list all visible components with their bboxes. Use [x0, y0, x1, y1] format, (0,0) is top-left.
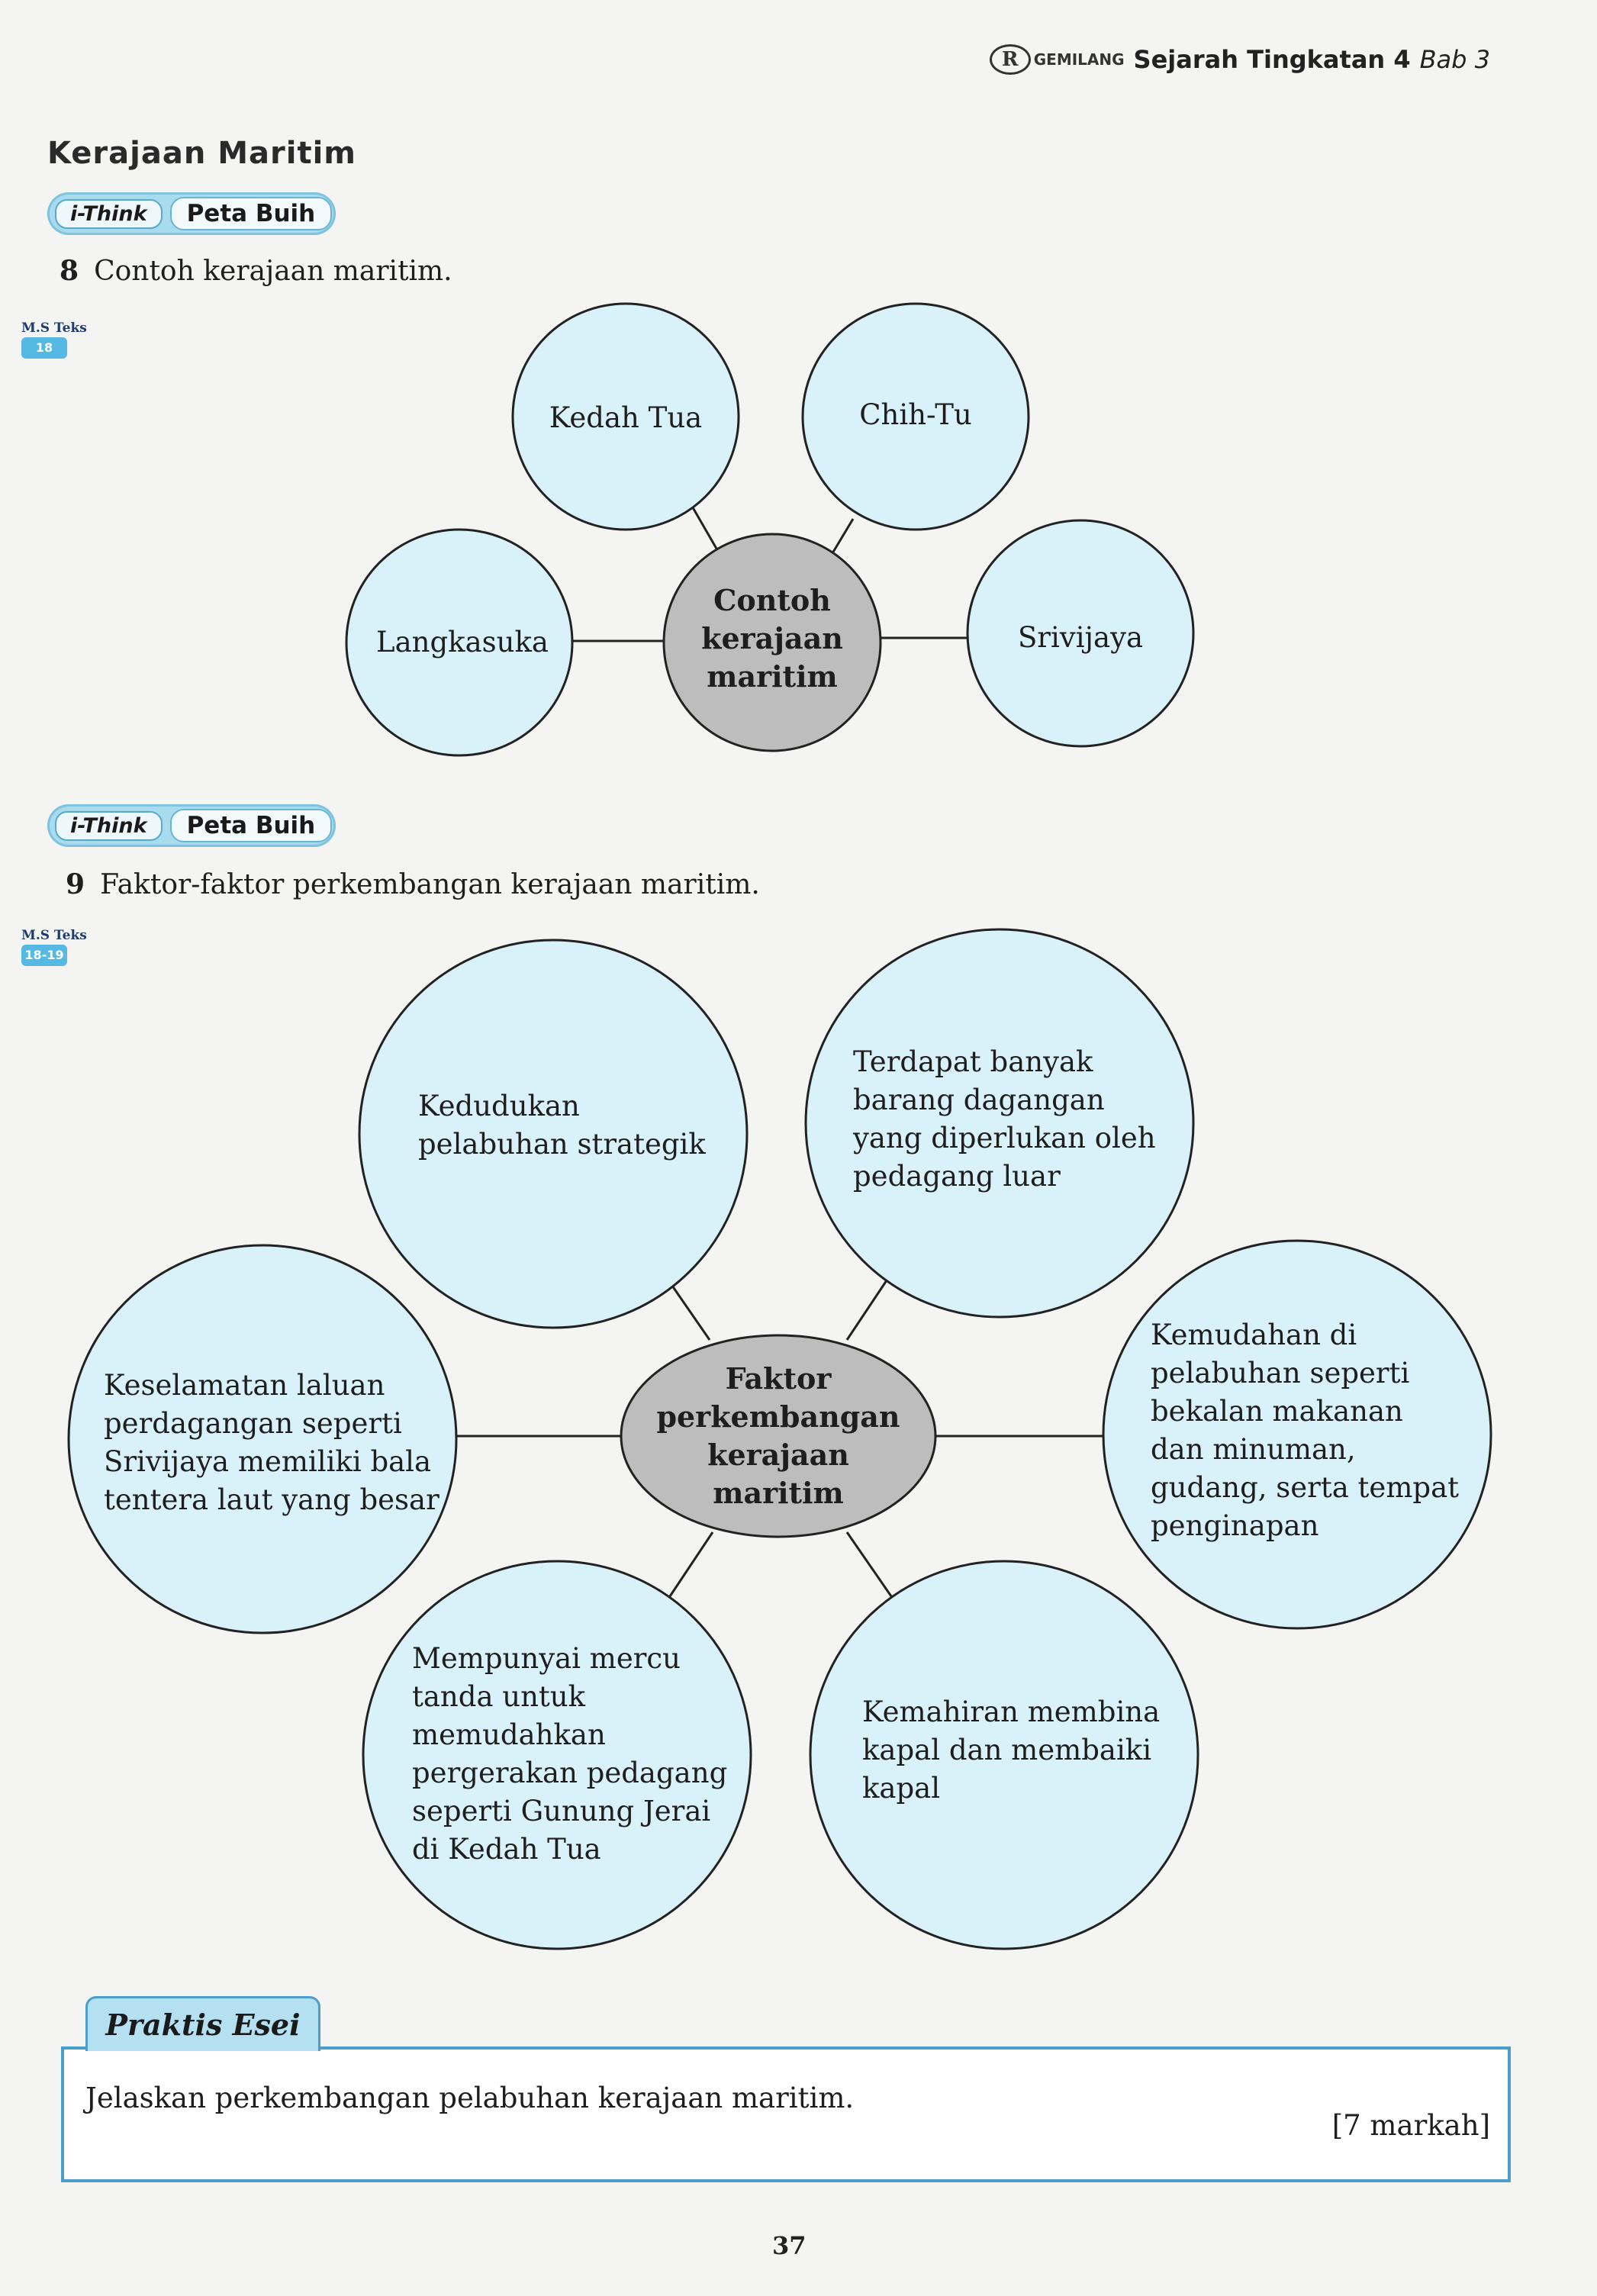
bubble-label: Kemudahan di [1151, 1319, 1357, 1351]
hub-label: maritim [707, 659, 837, 694]
hub-label: kerajaan [701, 621, 843, 655]
bubble-label: Terdapat banyak [853, 1045, 1093, 1078]
bubble-langkasuka [345, 528, 574, 757]
bubble-label: di Kedah Tua [412, 1833, 601, 1866]
hub-label: Faktor [726, 1361, 832, 1396]
esei-tab: Praktis Esei [85, 1996, 320, 2051]
ms-teks-label: M.S Teks [21, 928, 87, 943]
ithink-logo: i-Think [55, 810, 163, 841]
bubble-label: Chih-Tu [859, 398, 972, 431]
bubble-label: Mempunyai mercu [412, 1642, 681, 1675]
bubble-label: Kedudukan [418, 1090, 580, 1122]
bubble-label: tanda untuk [412, 1680, 586, 1713]
bubble-kemudahan-pelabuhan [1102, 1239, 1492, 1630]
bubble-mercu-tanda [362, 1560, 752, 1950]
bubble-kemahiran-kapal [809, 1560, 1199, 1950]
bubble-label: perdagangan seperti [104, 1407, 402, 1440]
bubble-label: pedagang luar [853, 1160, 1061, 1193]
bubble-label: barang dagangan [853, 1084, 1105, 1116]
bubble-label: Srivijaya [1018, 621, 1143, 654]
book-title: Sejarah Tingkatan 4 [1133, 45, 1411, 74]
question-9: 9 Faktor-faktor perkembangan kerajaan mar… [66, 868, 760, 900]
ithink-tag-q9: i-Think Peta Buih [47, 804, 336, 847]
section-title: Kerajaan Maritim [47, 136, 356, 171]
question-text: Faktor-faktor perkembangan kerajaan mari… [100, 869, 760, 900]
bubble-label: pergerakan pedagang [412, 1757, 727, 1789]
bubble-label: dan minuman, [1151, 1433, 1356, 1466]
ms-teks-ref-q8: M.S Teks 18 [21, 320, 87, 359]
bubble-label: pelabuhan seperti [1151, 1357, 1409, 1390]
question-number: 9 [66, 868, 85, 900]
ms-teks-page: 18-19 [21, 945, 67, 966]
hub-label: perkembangan [656, 1399, 900, 1434]
bubble-label: kapal dan membaiki [862, 1734, 1151, 1766]
bubble-label: kapal [862, 1772, 940, 1805]
question-text: Contoh kerajaan maritim. [94, 256, 452, 287]
bubble-kedah-tua [511, 302, 740, 531]
logo-wordmark: GEMILANG [1033, 50, 1125, 69]
bubble-kedudukan-pelabuhan [358, 939, 749, 1329]
hub-label: maritim [713, 1476, 843, 1510]
bubble-label: memudahkan [412, 1718, 606, 1751]
ithink-tag-q8: i-Think Peta Buih [47, 192, 336, 235]
chapter-label: Bab 3 [1419, 45, 1490, 74]
running-header: R GEMILANG Sejarah Tingkatan 4 Bab 3 [989, 44, 1490, 75]
ithink-label: Peta Buih [169, 809, 333, 842]
question-number: 8 [60, 255, 79, 287]
question-8: 8 Contoh kerajaan maritim. [60, 255, 452, 287]
bubble-label: Langkasuka [376, 626, 549, 659]
bubble-keselamatan-laluan [67, 1244, 458, 1634]
bubble-label: gudang, serta tempat [1151, 1471, 1459, 1504]
hub-label: Contoh [713, 583, 831, 617]
bubble-label: yang diperlukan oleh [852, 1122, 1156, 1154]
esei-marks: [7 markah] [1331, 2109, 1490, 2142]
esei-answer-box [61, 2046, 1511, 2182]
gemilang-logo: R GEMILANG [989, 44, 1125, 75]
logo-ring-icon: R [989, 44, 1031, 75]
bubble-label: Srivijaya memiliki bala [104, 1445, 431, 1478]
esei-tab-label: Praktis Esei [105, 2008, 301, 2042]
bubble-label: penginapan [1151, 1509, 1318, 1542]
hub-contoh-kerajaan-maritim [662, 533, 882, 752]
q8-bubble-map: Kedah Tua Chih-Tu Langkasuka Srivijaya C… [345, 302, 1195, 757]
q9-bubble-map: Kedudukan pelabuhan strategik Terdapat b… [67, 928, 1492, 1950]
bubble-label: bekalan makanan [1151, 1395, 1403, 1428]
ms-teks-page: 18 [21, 337, 67, 359]
bubble-label: tentera laut yang besar [104, 1483, 439, 1516]
bubble-srivijaya [966, 519, 1195, 748]
bubble-chih-tu [801, 302, 1030, 531]
bubble-label: Keselamatan laluan [104, 1369, 385, 1402]
ms-teks-label: M.S Teks [21, 320, 87, 336]
bubble-label: Kemahiran membina [862, 1695, 1160, 1728]
hub-label: kerajaan [707, 1438, 849, 1472]
esei-question: Jelaskan perkembangan pelabuhan kerajaan… [85, 2082, 855, 2114]
bubble-label: seperti Gunung Jerai [412, 1795, 710, 1827]
ms-teks-ref-q9: M.S Teks 18-19 [21, 928, 87, 966]
bubble-maps: Kedah Tua Chih-Tu Langkasuka Srivijaya C… [67, 302, 1492, 1950]
page-number: 37 [772, 2231, 807, 2260]
hub-faktor-perkembangan [620, 1334, 937, 1538]
ithink-logo: i-Think [55, 198, 163, 229]
bubble-barang-dagangan [804, 928, 1195, 1319]
ithink-label: Peta Buih [169, 197, 333, 230]
bubble-label: pelabuhan strategik [418, 1128, 706, 1161]
bubble-label: Kedah Tua [549, 401, 702, 434]
